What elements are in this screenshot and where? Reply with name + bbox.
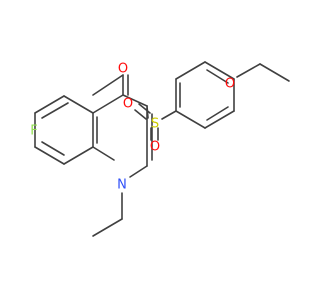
- bond-c8a-n: [92, 146, 115, 161]
- bond-n-c2: [129, 165, 148, 178]
- molecule-structure: O S O O O F N: [30, 61, 290, 237]
- ketone-oxygen-label: O: [118, 62, 128, 77]
- bond-c4-c4a: [92, 94, 124, 114]
- bond-o-ch2: [236, 63, 261, 78]
- bond-s-o-upper-b: [138, 103, 151, 114]
- bond-s-aryl: [161, 110, 177, 120]
- bond-c5-c6-a: [34, 95, 65, 114]
- fluorine-label: F: [30, 124, 37, 139]
- atom-labels: O S O O O F N: [30, 62, 235, 193]
- bond-ch2-ch3-ether: [259, 63, 290, 82]
- bond-c3-s: [146, 105, 149, 119]
- bond-aryl-3-b: [206, 69, 229, 84]
- bond-c7-c8-a: [34, 146, 65, 165]
- bond-c5-c6-b: [41, 102, 69, 119]
- bond-aryl-5-b: [206, 106, 229, 121]
- bond-aryl-3-a: [204, 61, 235, 80]
- sulfur-label: S: [151, 117, 159, 132]
- nitrogen-label: N: [117, 178, 127, 193]
- bond-lines: [34, 61, 290, 237]
- bond-c7-c8-b: [41, 141, 65, 156]
- bond-c8-c8a: [63, 146, 94, 165]
- bond-aryl-5-a: [204, 110, 235, 129]
- bond-s-o-upper-a: [134, 109, 147, 120]
- sulfonyl-oxygen-lower-label: O: [150, 140, 160, 155]
- bond-ch2-ch3: [92, 218, 123, 237]
- bond-c4-c3: [122, 94, 148, 107]
- ether-oxygen-label: O: [225, 77, 235, 92]
- sulfonyl-oxygen-upper-label: O: [123, 97, 133, 112]
- bond-c4a-c5: [63, 95, 94, 114]
- bond-aryl-6: [175, 110, 206, 129]
- bond-c5-c4a: [92, 74, 124, 96]
- bond-aryl-2: [175, 61, 206, 80]
